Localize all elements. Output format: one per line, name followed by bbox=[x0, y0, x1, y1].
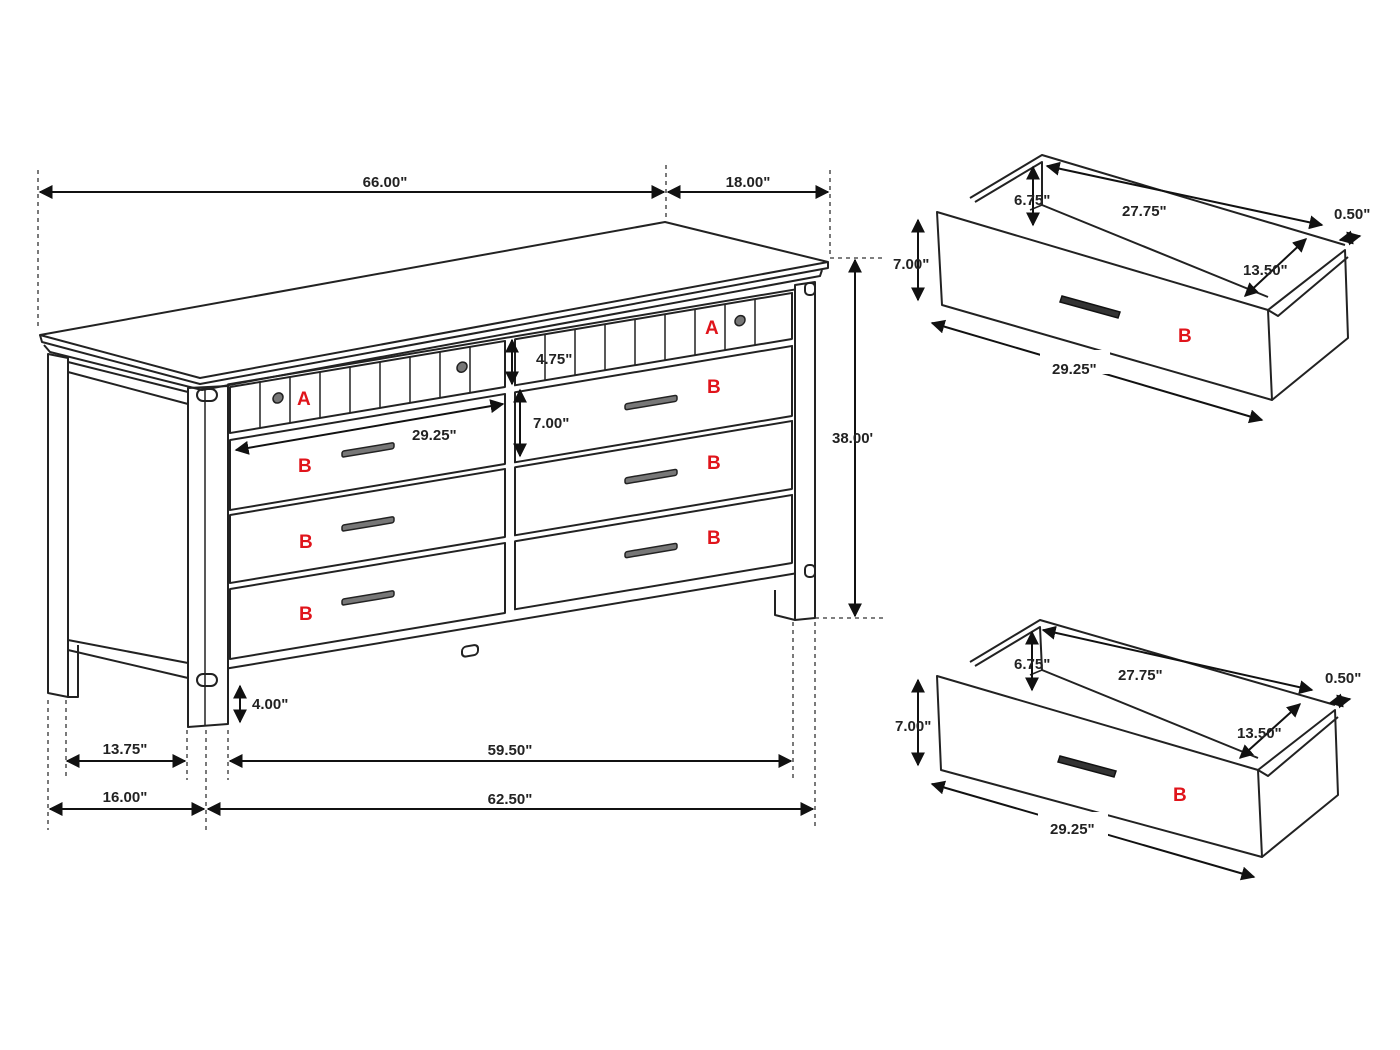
dim-drawer-height: 7.00" bbox=[893, 256, 929, 273]
drawer-label: B bbox=[298, 456, 312, 477]
dim-side-outer: 16.00" bbox=[103, 789, 148, 806]
dim-front-width: 29.25" bbox=[1050, 821, 1095, 838]
drawer-b-left-3[interactable] bbox=[229, 541, 506, 661]
dim-height: 38.00' bbox=[832, 430, 873, 447]
drawer-b-right-3[interactable] bbox=[514, 493, 793, 611]
drawer-b-right-2[interactable] bbox=[514, 419, 793, 537]
dim-inner-depth: 13.50" bbox=[1237, 725, 1282, 742]
drawer-detail-bottom: B 7.00" 6.75" 27.75" 13.50" 0.50" 29.25" bbox=[895, 619, 1361, 881]
drawer-label: B bbox=[707, 453, 721, 474]
drawer-label: B bbox=[299, 532, 313, 553]
dim-depth: 18.00" bbox=[726, 174, 771, 191]
drawer-label: B bbox=[1178, 326, 1192, 347]
dim-leg-height: 4.00" bbox=[252, 696, 288, 713]
dim-front-outer: 62.50" bbox=[488, 791, 533, 808]
drawer-label: A bbox=[705, 318, 719, 339]
dim-front-inner: 59.50" bbox=[488, 742, 533, 759]
dresser-dimensions: 66.00" 18.00" 38.00' 4.75" 7.00" 29.25" … bbox=[37, 165, 885, 830]
drawer-a-left[interactable] bbox=[229, 339, 506, 435]
dim-drawer-height: 7.00" bbox=[533, 415, 569, 432]
dim-inner-height: 6.75" bbox=[1014, 192, 1050, 209]
drawer-label: B bbox=[299, 604, 313, 625]
dresser-drawing: A A B B B B B B bbox=[39, 221, 829, 728]
dim-inner-length: 27.75" bbox=[1118, 667, 1163, 684]
drawer-label: B bbox=[707, 528, 721, 549]
dim-front-width: 29.25" bbox=[1052, 361, 1097, 378]
dim-inner-depth: 13.50" bbox=[1243, 262, 1288, 279]
drawer-label: A bbox=[297, 389, 311, 410]
dresser-top bbox=[39, 221, 829, 379]
dim-drawer-width: 29.25" bbox=[412, 427, 457, 444]
dim-inner-height: 6.75" bbox=[1014, 656, 1050, 673]
drawer-detail-top: B 7.00" 6.75" 27.75" 13.50" 0.50" 29.25" bbox=[893, 154, 1370, 424]
drawer-label: B bbox=[1173, 785, 1187, 806]
dim-overall-width: 66.00" bbox=[363, 174, 408, 191]
dresser-side-panel bbox=[47, 353, 229, 728]
drawer-b-left-2[interactable] bbox=[229, 467, 506, 585]
dim-thickness: 0.50" bbox=[1334, 206, 1370, 223]
dim-drawer-height: 7.00" bbox=[895, 718, 931, 735]
drawer-label: B bbox=[707, 377, 721, 398]
dim-inner-length: 27.75" bbox=[1122, 203, 1167, 220]
dim-side-inner: 13.75" bbox=[103, 741, 148, 758]
dim-top-drawer-height: 4.75" bbox=[536, 351, 572, 368]
dim-thickness: 0.50" bbox=[1325, 670, 1361, 687]
